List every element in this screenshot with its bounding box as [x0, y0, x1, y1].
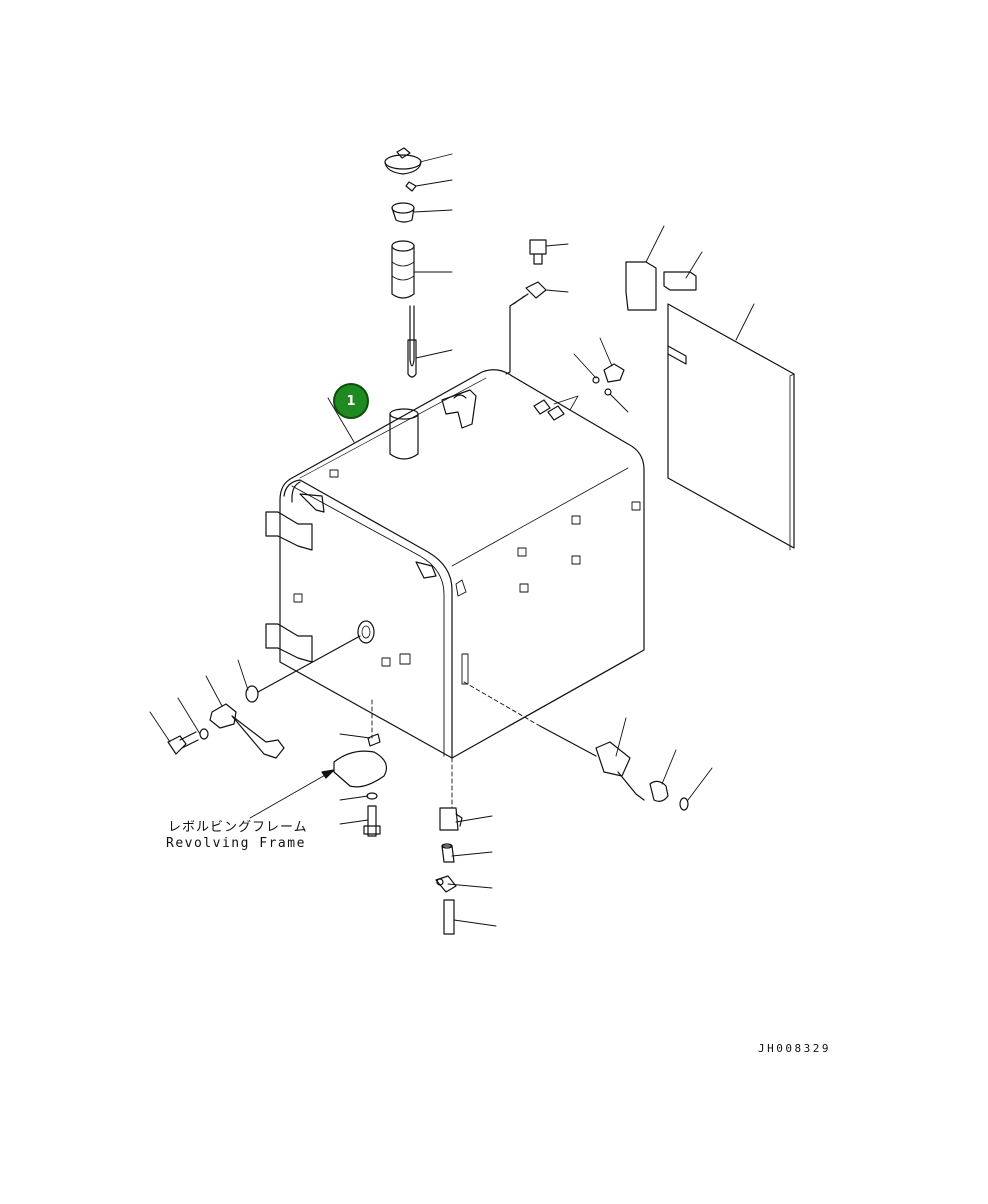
left-drain-parts: [167, 635, 361, 759]
breather-and-pipe: [505, 239, 547, 375]
drain-valve: [539, 725, 689, 811]
frame-mount-plate: [333, 733, 387, 837]
drain-boss: [357, 620, 375, 644]
mounting-bosses: [293, 469, 641, 685]
top-bracket: [441, 389, 579, 429]
level-sensor-fitting: [592, 363, 625, 396]
revolving-frame-label-en: Revolving Frame: [166, 836, 306, 851]
drawing-number: JH008329: [758, 1042, 831, 1055]
side-brackets: [265, 493, 437, 663]
revolving-frame-label-jp: レボルビングフレーム: [168, 820, 308, 835]
filler-neck: [389, 408, 419, 460]
callout-badge[interactable]: 1: [333, 383, 369, 419]
hidden-lines: [371, 681, 541, 809]
fuel-tank: [279, 369, 645, 759]
cover-plate: [625, 261, 795, 551]
leader-lines: [149, 153, 755, 927]
bottom-fittings: [435, 807, 463, 935]
callout-number: 1: [346, 393, 356, 409]
filler-cap-assembly: [384, 147, 422, 378]
frame-arrow-head: [321, 769, 335, 779]
